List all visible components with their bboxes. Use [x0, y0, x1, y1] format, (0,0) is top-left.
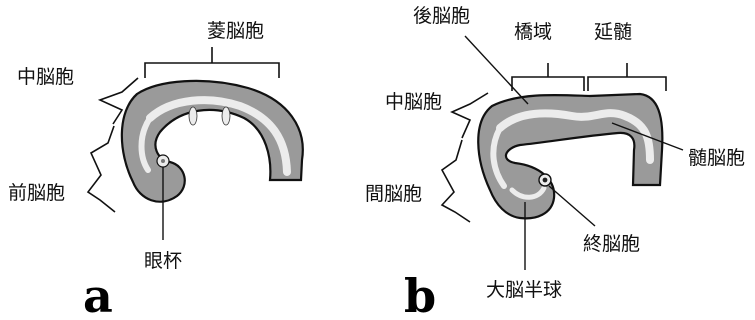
panel-b-label-myelencephalon: 髄脳胞	[688, 147, 745, 169]
panel-a: 菱脳胞 中脳胞 前脳胞 眼杯 a	[8, 20, 303, 320]
panel-a-brace-rhombencephalon	[145, 47, 279, 78]
panel-a-brace-prosencephalon	[88, 126, 115, 212]
panel-b-brace-diencephalon	[442, 140, 470, 222]
panel-b-telencephalon-mark-inner	[543, 178, 548, 183]
panel-a-label-optic-cup: 眼杯	[144, 250, 182, 272]
panel-a-vesicle-mark-1	[189, 107, 197, 125]
panel-b-brace-medulla	[588, 63, 666, 91]
panel-b-brace-pons	[512, 63, 584, 91]
panel-b-leader-hindbrain	[465, 36, 528, 104]
panel-b-label-pons: 橋域	[514, 21, 552, 43]
panel-a-optic-cup-inner	[161, 159, 165, 163]
panel-b-label-diencephalon: 間脳胞	[365, 183, 422, 205]
panel-a-vesicle-mark-2	[222, 107, 230, 125]
panel-b-label-mesencephalon: 中脳胞	[385, 91, 442, 113]
panel-b-letter: b	[404, 269, 436, 320]
panel-b-leader-telencephalon	[549, 186, 595, 226]
panel-b-label-telencephalon: 終脳胞	[583, 233, 640, 255]
panel-b-label-hindbrain: 後脳胞	[413, 5, 470, 27]
panel-b-label-cerebral-hemisphere: 大脳半球	[486, 279, 562, 301]
panel-b-label-medulla: 延髄	[594, 21, 632, 43]
panel-a-label-prosencephalon: 前脳胞	[8, 182, 65, 204]
panel-b: 橋域 延髄 後脳胞 中脳胞 間脳胞 髄脳胞 終脳胞 大脳半球 b	[365, 5, 745, 320]
panel-a-label-rhombencephalon: 菱脳胞	[207, 20, 264, 42]
panel-a-label-mesencephalon: 中脳胞	[17, 66, 74, 88]
panel-a-letter: a	[83, 269, 113, 320]
